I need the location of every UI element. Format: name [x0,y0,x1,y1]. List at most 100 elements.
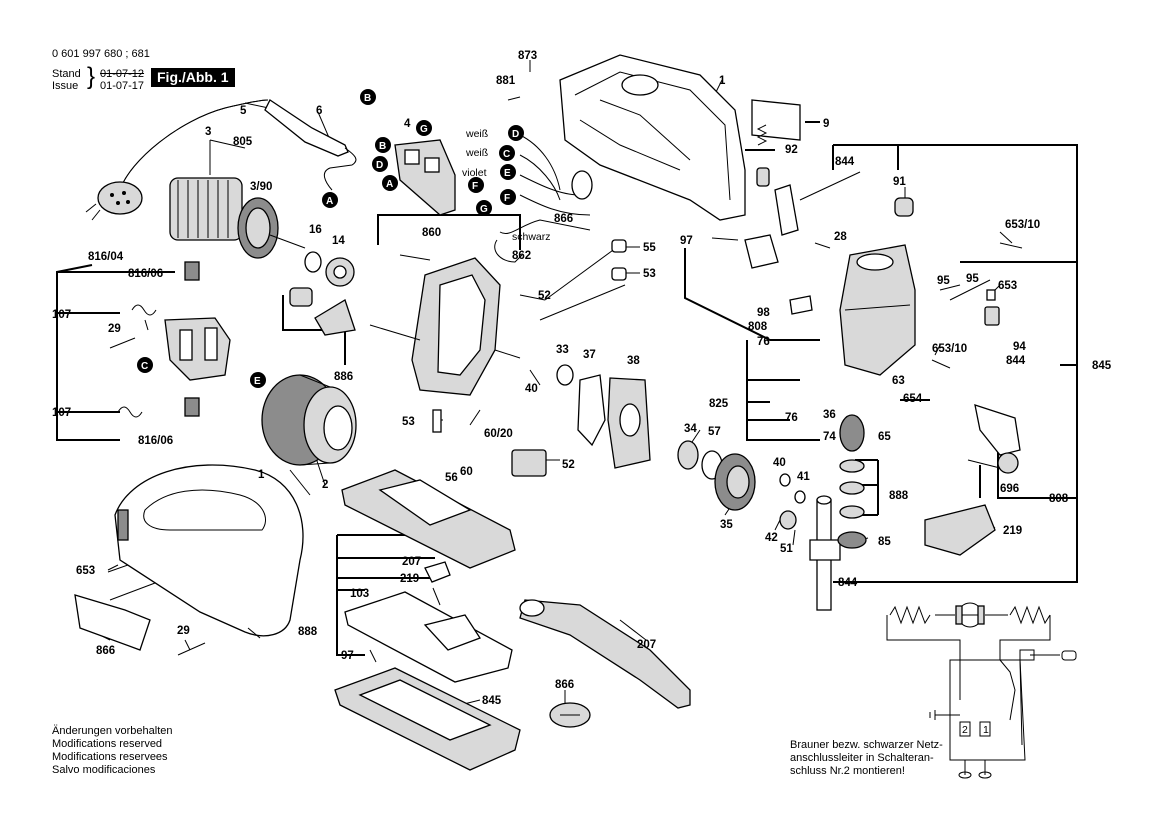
part-label: 1 [719,75,726,87]
part-label: 74 [823,431,836,443]
connector-f-letter: F [472,181,478,192]
connector-a-letter: A [386,179,393,190]
part-label: 6 [316,105,322,117]
part-label: 65 [878,431,891,443]
connector-a-letter: A [326,196,333,207]
part-label: 33 [556,344,569,356]
connector-f-marker [468,177,484,193]
armature [169,177,306,259]
note-line: Änderungen vorbehalten [52,725,173,737]
part-label: 95 [966,273,979,285]
part-label: 207 [402,556,421,568]
part-label: 94 [1013,341,1026,353]
part-label: 9 [823,118,829,130]
part-label: 42 [765,532,778,544]
bushing-42 [511,449,547,477]
part-label: 60 [460,466,473,478]
gear-housing [559,54,746,221]
terminal-1-label: 1 [983,724,989,736]
connector-a-marker [382,175,398,191]
part-label: 76 [757,336,770,348]
lever-parts [744,167,813,315]
part-label: 53 [643,268,656,280]
part-label: 3 [205,126,211,138]
part-label: 95 [937,275,950,287]
washer-31 [556,364,574,386]
part-label: 696 [1000,483,1019,495]
part-label: 653/10 [932,343,967,355]
part-label: 107 [52,309,71,321]
motor-mount [289,254,521,396]
part-label: 653 [998,280,1017,292]
part-label: 808 [1049,493,1069,505]
part-label: 844 [1006,355,1026,367]
plunger [809,495,841,611]
part-label: 886 [334,371,353,383]
part-label: 2 [322,479,328,491]
small-pins-right [711,237,1023,369]
screws [107,96,521,663]
part-label: 57 [708,426,721,438]
connector-f-marker [500,189,516,205]
part-label: 14 [332,235,345,247]
nameplate-808 [74,594,151,651]
part-label: 888 [298,626,318,638]
part-label: 845 [1092,360,1112,372]
part-label: 107 [52,407,71,419]
figure-label: Fig./Abb. 1 [151,68,235,87]
shoe-plate-89 [344,591,513,683]
cover-plate-9 [751,99,801,141]
gear-train [677,440,806,530]
part-label: 98 [757,307,770,319]
part-label: 85 [878,536,891,548]
part-label: 97 [341,650,354,662]
part-label: 40 [525,383,538,395]
bearing-14 [325,257,355,287]
part-label: 40 [773,457,786,469]
connector-e-marker [250,372,266,388]
connector-g-letter: G [420,124,428,135]
wire-color-label: schwarz [512,231,551,243]
part-label: 3/90 [250,181,272,193]
part-label: 41 [797,471,810,483]
part-label: 63 [892,375,905,387]
connector-g-marker [476,200,492,216]
brush-holder [109,261,231,418]
part-label: 1 [258,469,265,481]
part-label: 844 [835,156,855,168]
switch [394,139,456,216]
part-label: 51 [780,543,793,555]
spring-74 [756,124,768,146]
shoe-plate-654 [334,667,521,771]
connector-b-marker [360,89,376,105]
part-label: 35 [720,519,733,531]
power-cord [85,99,269,221]
wire-color-labels: weiß weiß violet schwarz [462,128,551,243]
part-label: 91 [893,176,906,188]
connector-d-letter: D [376,160,383,171]
part-label: 219 [400,573,419,585]
part-label: 38 [627,355,640,367]
base-plate [341,469,516,569]
connector-c-letter: C [503,149,510,160]
wiring-note: Brauner bezw. schwarzer Netz- anschlussl… [790,739,943,777]
dust-tube-653 [519,599,691,709]
cap-65 [894,197,914,217]
part-label: 60/20 [484,428,513,440]
terminal-2-label: 2 [962,724,968,736]
connector-c-letter: C [141,361,148,372]
part-label: 881 [496,75,516,87]
part-label: 28 [834,231,847,243]
connector-g-marker [416,120,432,136]
part-label: 97 [680,235,693,247]
connector-b-letter: B [364,93,371,104]
ring-29 [304,251,322,273]
knob-696 [549,702,591,728]
issue-date: 01-07-17 [100,80,145,92]
part-label: 219 [1003,525,1022,537]
part-label: 845 [482,695,502,707]
connector-a-marker [322,192,338,208]
part-label: 873 [518,50,537,62]
part-label: 16 [309,224,322,236]
